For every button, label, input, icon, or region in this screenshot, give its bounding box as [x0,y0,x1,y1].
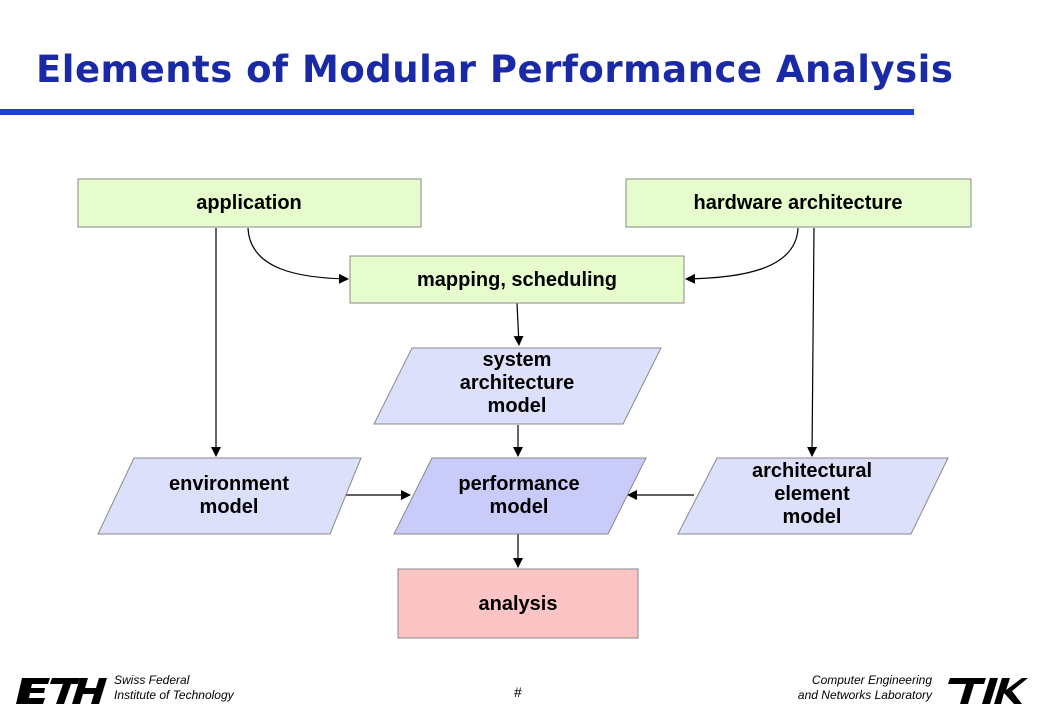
node-mapping-label: mapping, scheduling [417,269,617,291]
page-number: # [514,684,522,700]
node-application: application [77,178,422,228]
node-analysis-label: analysis [479,593,558,615]
system-model-line-1: system [483,349,552,371]
footer-left-line-1: Swiss Federal [114,673,190,687]
footer-right-line-2: and Networks Laboratory [797,688,932,702]
connectors [211,227,818,568]
node-system-architecture-model: system architecture model [373,347,662,425]
performance-model-line-2: model [490,496,549,518]
footer-left-line-2: Institute of Technology [114,688,234,702]
node-analysis: analysis [397,568,639,639]
architectural-model-line-3: model [783,506,842,528]
performance-model-line-1: performance [458,473,579,495]
title-underline [0,109,914,115]
architectural-model-line-2: element [774,483,850,505]
slide-title: Elements of Modular Performance Analysis [36,48,954,91]
edge-hardware-to-mapping [685,227,799,284]
node-hardware-architecture: hardware architecture [625,178,972,228]
environment-model-line-2: model [200,496,259,518]
node-environment-model: environment model [97,457,362,535]
footer-right-line-1: Computer Engineering [811,673,932,687]
system-model-line-2: architecture [460,372,575,394]
node-mapping-scheduling: mapping, scheduling [349,255,685,304]
footer-right-text: Computer Engineering and Networks Labora… [766,673,932,703]
node-performance-model: performance model [393,457,647,535]
architectural-model-line-1: architectural [752,460,872,482]
edge-application-to-mapping [247,227,349,284]
eth-logo [16,678,107,704]
node-application-label: application [196,192,302,214]
system-model-line-3: model [488,395,547,417]
footer-left-text: Swiss Federal Institute of Technology [114,673,234,703]
node-hardware-architecture-label: hardware architecture [694,192,903,214]
edge-mapping-to-system [513,302,524,346]
node-architectural-element-model: architectural element model [677,457,949,535]
edge-hardware-to-architectural [807,227,818,457]
tik-logo [948,678,1028,704]
environment-model-line-1: environment [169,473,289,495]
